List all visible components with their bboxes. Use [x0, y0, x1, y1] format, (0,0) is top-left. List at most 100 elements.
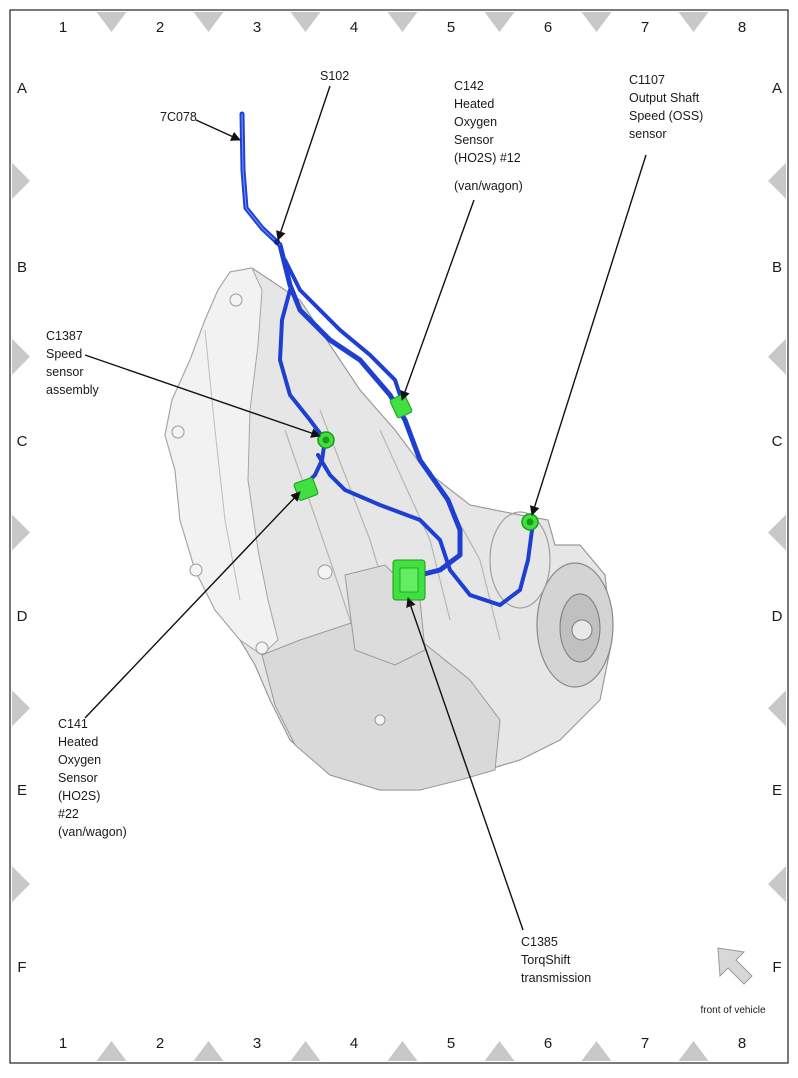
front-of-vehicle-label: front of vehicle	[700, 1005, 765, 1016]
grid-markers	[12, 12, 786, 1061]
callout-c141-line: (van/wagon)	[58, 825, 127, 839]
transmission-illustration	[164, 267, 614, 791]
grid-marker-bottom	[387, 1041, 418, 1061]
grid-marker-bottom	[96, 1041, 127, 1061]
callout-c141-line: Sensor	[58, 771, 98, 785]
connector-c1107-pin	[526, 518, 534, 526]
row-label-b-left: B	[17, 259, 27, 276]
callout-c142-line: (van/wagon)	[454, 179, 523, 193]
grid-marker-top	[678, 12, 709, 32]
grid-marker-bottom	[290, 1041, 321, 1061]
harness-highlight	[241, 113, 281, 246]
col-label-1-bottom: 1	[59, 1035, 67, 1052]
grid-marker-top	[581, 12, 612, 32]
callout-c1387: C1387 Speed sensor assembly	[46, 329, 100, 397]
grid-marker-top	[96, 12, 127, 32]
grid-marker-right	[768, 338, 786, 375]
connector-c1385-face	[399, 567, 419, 593]
callout-c141-line: (HO2S)	[58, 789, 100, 803]
callout-c142-line: Sensor	[454, 133, 494, 147]
callout-c1387-line: Speed	[46, 347, 82, 361]
row-label-a-left: A	[17, 80, 27, 97]
col-label-7-top: 7	[641, 19, 649, 36]
wiring-harness	[239, 111, 534, 608]
callout-c1385-line: C1385	[521, 935, 558, 949]
output-flange-hub	[571, 619, 593, 641]
row-label-d-left: D	[17, 608, 28, 625]
row-label-a-right: A	[772, 80, 782, 97]
grid-marker-left	[12, 338, 30, 375]
grid-marker-top	[193, 12, 224, 32]
row-label-f-right: F	[772, 959, 781, 976]
col-label-5-top: 5	[447, 19, 455, 36]
callout-c1107-line: Speed (OSS)	[629, 109, 703, 123]
callout-c1387-line: sensor	[46, 365, 84, 379]
grid-marker-left	[12, 690, 30, 727]
callout-c1107: C1107 Output Shaft Speed (OSS) sensor	[629, 73, 703, 141]
grid-marker-top	[387, 12, 418, 32]
col-label-8-bottom: 8	[738, 1035, 746, 1052]
callout-c141-line: #22	[58, 807, 79, 821]
callout-c142-line: Heated	[454, 97, 494, 111]
grid-marker-bottom	[484, 1041, 515, 1061]
grid-marker-left	[12, 866, 30, 903]
col-label-3-bottom: 3	[253, 1035, 261, 1052]
callout-c141-line: Heated	[58, 735, 98, 749]
harness-branch-lower	[316, 453, 534, 608]
leader-s102	[276, 85, 331, 241]
bolt-boss	[171, 425, 185, 439]
callout-c1385-line: transmission	[521, 971, 591, 985]
callout-c1107-line: C1107	[629, 73, 665, 87]
grid-marker-right	[768, 514, 786, 551]
callout-c141-line: C141	[58, 717, 88, 731]
grid-marker-top	[290, 12, 321, 32]
grid-marker-right	[768, 866, 786, 903]
col-label-2-top: 2	[156, 19, 164, 36]
grid-marker-left	[12, 514, 30, 551]
column-labels-top: 1 2 3 4 5 6 7 8	[59, 19, 746, 36]
leader-c1387	[84, 354, 321, 438]
col-label-5-bottom: 5	[447, 1035, 455, 1052]
leader-c1107	[529, 154, 647, 516]
callout-s102-line: S102	[320, 69, 349, 83]
callout-c1387-line: assembly	[46, 383, 100, 397]
col-label-2-bottom: 2	[156, 1035, 164, 1052]
extension-ring	[489, 511, 551, 609]
case-rib	[284, 429, 361, 651]
front-of-vehicle-indicator: front of vehicle	[700, 947, 766, 1016]
col-label-1-top: 1	[59, 19, 67, 36]
row-label-e-left: E	[17, 782, 27, 799]
grid-marker-left	[12, 162, 30, 199]
callout-c1107-line: Output Shaft	[629, 91, 700, 105]
callout-c1385-line: TorqShift	[521, 953, 571, 967]
leader-7c078	[195, 119, 241, 141]
leader-c1385	[406, 597, 524, 931]
col-label-7-bottom: 7	[641, 1035, 649, 1052]
callout-c142-line: (HO2S) #12	[454, 151, 521, 165]
callout-7c078-line: 7C078	[160, 110, 197, 124]
column-labels-bottom: 1 2 3 4 5 6 7 8	[59, 1035, 746, 1052]
bolt-boss	[189, 563, 203, 577]
col-label-4-bottom: 4	[350, 1035, 358, 1052]
bolt-boss	[374, 714, 386, 726]
diagram-frame	[9, 9, 789, 1064]
grid-marker-top	[484, 12, 515, 32]
callout-c1387-line: C1387	[46, 329, 83, 343]
col-label-3-top: 3	[253, 19, 261, 36]
case-rib	[379, 429, 451, 621]
row-label-e-right: E	[772, 782, 782, 799]
row-label-c-left: C	[17, 433, 28, 450]
grid-marker-right	[768, 690, 786, 727]
row-label-c-right: C	[772, 433, 783, 450]
col-label-8-top: 8	[738, 19, 746, 36]
col-label-6-bottom: 6	[544, 1035, 552, 1052]
col-label-4-top: 4	[350, 19, 358, 36]
grid-marker-right	[768, 162, 786, 199]
leader-c142	[400, 199, 475, 401]
row-label-f-left: F	[17, 959, 26, 976]
callout-c142: C142 Heated Oxygen Sensor (HO2S) #12 (va…	[454, 79, 523, 193]
row-label-b-right: B	[772, 259, 782, 276]
callout-7c078: 7C078	[160, 110, 197, 124]
case-rib	[204, 329, 241, 601]
